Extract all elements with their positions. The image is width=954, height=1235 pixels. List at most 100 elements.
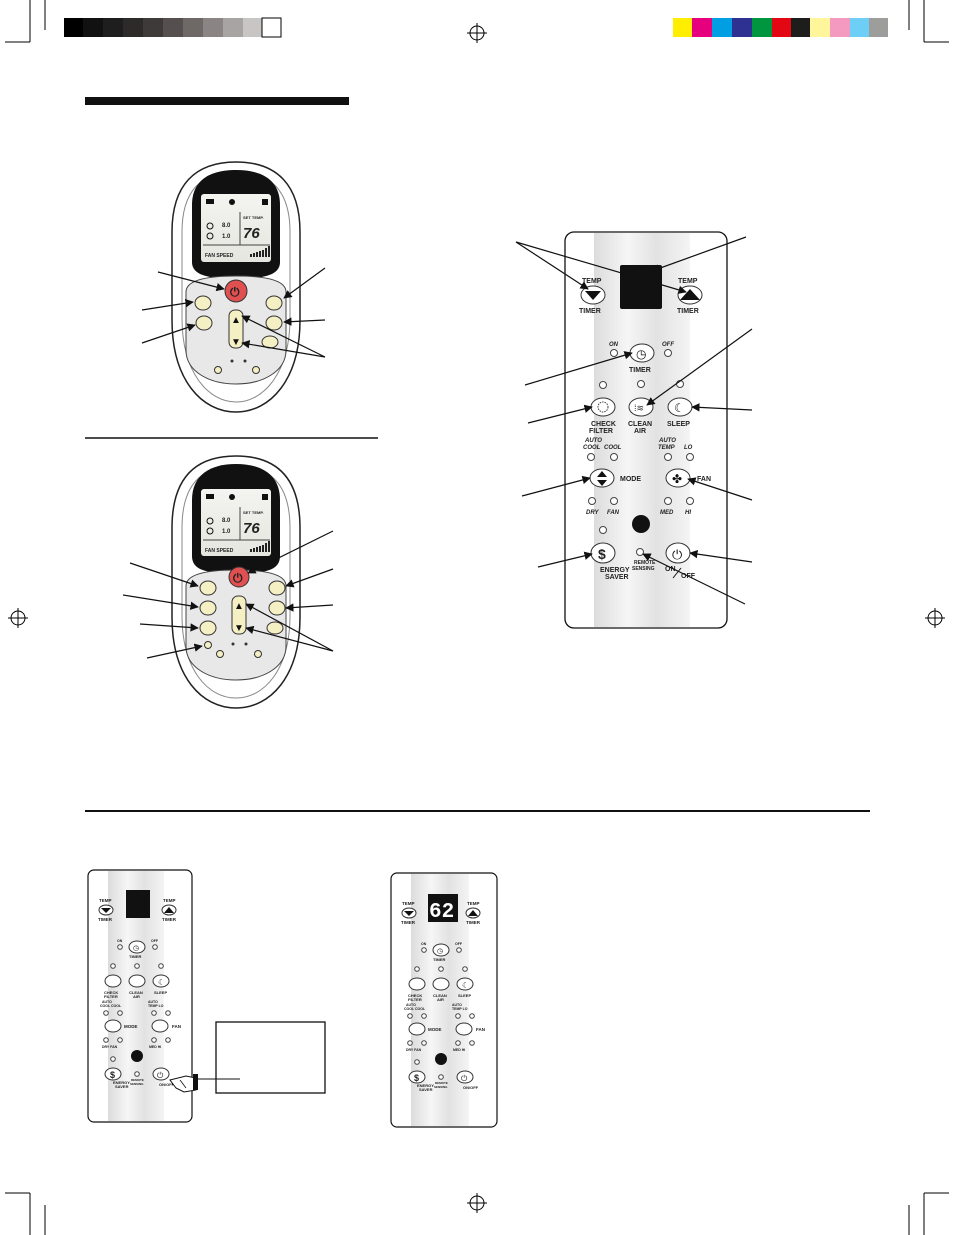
remote-a-button-left-1[interactable] — [194, 295, 212, 311]
clock-icon: ◷ — [636, 347, 646, 361]
remote-b-button-right-3[interactable] — [266, 621, 284, 635]
remote-b-button-left-1[interactable] — [199, 580, 217, 596]
svg-text:AUTO: AUTO — [452, 1003, 462, 1007]
grayscale-bar — [64, 17, 282, 38]
remote-b-clock-icon-1 — [206, 517, 214, 525]
small-b-check-filter[interactable] — [408, 977, 426, 991]
remote-a-callouts — [141, 267, 326, 358]
svg-text:ENERGY: ENERGY — [113, 1080, 130, 1085]
remote-b-button-right-1[interactable] — [268, 580, 286, 596]
remote-b-button-left-3[interactable] — [199, 620, 217, 636]
remote-sensing-led — [636, 548, 644, 556]
svg-text:TIMER: TIMER — [466, 920, 481, 925]
timer-up-label: TIMER — [677, 308, 699, 315]
svg-text:ON: ON — [117, 939, 123, 943]
svg-text:COOL COOL: COOL COOL — [100, 1004, 122, 1008]
remote-a-power-button[interactable] — [224, 279, 248, 303]
svg-text:CHECK: CHECK — [104, 990, 118, 995]
small-b-on-off[interactable] — [456, 1070, 474, 1084]
remote-control-b: SET TEMP. 76 8.0 1.0 FAN SPEED ⏻ ▲ ▼ — [171, 455, 301, 709]
svg-text:FAN: FAN — [172, 1024, 181, 1029]
fan-mode-label: FAN — [607, 510, 620, 516]
small-a-clean-air[interactable] — [128, 974, 146, 988]
mode-icon — [597, 471, 607, 486]
remote-a-button-left-2[interactable] — [195, 315, 213, 331]
check-filter-button[interactable] — [590, 397, 616, 417]
svg-text:TIMER: TIMER — [401, 920, 416, 925]
svg-text:TEMP LO: TEMP LO — [452, 1007, 468, 1011]
remote-a-temp-rocker[interactable] — [228, 309, 244, 349]
svg-text:TIMER: TIMER — [129, 954, 142, 959]
ir-receiver — [632, 515, 650, 533]
auto-cool-label-2: COOL — [583, 445, 601, 451]
small-a-mode[interactable] — [104, 1019, 122, 1033]
svg-text:ON/OFF: ON/OFF — [463, 1085, 479, 1090]
remote-b-button-left-2[interactable] — [199, 600, 217, 616]
energy-saver-led — [599, 526, 607, 534]
auto-temp-label-1: AUTO — [658, 438, 676, 444]
svg-text:ON: ON — [421, 942, 427, 946]
remote-b-temp-rocker[interactable] — [231, 595, 247, 635]
temp-down-label: TEMP — [582, 278, 602, 285]
small-b-sleep[interactable] — [456, 977, 474, 991]
svg-text:$: $ — [414, 1073, 419, 1083]
temp-down-icon — [585, 291, 601, 300]
timer-off-led — [664, 349, 672, 357]
svg-text:☾: ☾ — [462, 981, 469, 990]
remote-a-up-arrow-icon: ▲ — [231, 315, 241, 326]
remote-b-button-right-2[interactable] — [268, 600, 286, 616]
lo-label: LO — [684, 445, 693, 451]
timer-off-label: OFF — [662, 342, 674, 348]
svg-text:$: $ — [110, 1070, 115, 1080]
svg-text:MED HI: MED HI — [453, 1048, 465, 1052]
small-b-energy-saver[interactable] — [408, 1070, 426, 1084]
small-b-mode[interactable] — [408, 1022, 426, 1036]
remote-a-button-right-2[interactable] — [265, 315, 283, 331]
small-b-display-value: 62 — [429, 901, 454, 924]
color-bar — [673, 18, 888, 37]
remote-b-fan-speed-bars — [250, 541, 270, 552]
small-b-timer-button[interactable] — [432, 943, 450, 957]
small-a-check-filter[interactable] — [104, 974, 122, 988]
remote-a-clock-icon-2 — [206, 232, 214, 240]
remote-b-power-icon: ⏻ — [233, 571, 243, 585]
svg-text:ON/OFF: ON/OFF — [159, 1082, 175, 1087]
auto-temp-label-2: TEMP — [658, 445, 676, 451]
remote-a-timer-off-value: 1.0 — [222, 234, 231, 240]
remote-b-timer-on-value: 8.0 — [222, 518, 231, 524]
svg-text:TEMP: TEMP — [467, 901, 480, 906]
remote-b-power-button[interactable] — [228, 566, 250, 588]
sleep-label: SLEEP — [667, 421, 690, 428]
small-a-energy-saver[interactable] — [104, 1067, 122, 1081]
auto-temp-led — [664, 453, 672, 461]
small-a-fan[interactable] — [151, 1019, 169, 1033]
remote-a-fan-speed-label: FAN SPEED — [205, 253, 234, 259]
svg-text:SENSING: SENSING — [130, 1082, 144, 1086]
control-panel-large: TEMP TIMER TEMP TIMER ON OFF ◷ TIMER CHE… — [564, 231, 728, 629]
check-filter-label-1: CHECK — [591, 421, 616, 428]
remote-a-clock-icon-1 — [206, 222, 214, 230]
svg-text:TEMP: TEMP — [402, 901, 415, 906]
svg-text:ENERGY: ENERGY — [417, 1083, 434, 1088]
svg-text:TIMER: TIMER — [433, 957, 446, 962]
svg-text:AUTO: AUTO — [102, 1000, 112, 1004]
small-b-display — [428, 894, 458, 922]
remote-a-button-right-1[interactable] — [265, 295, 283, 311]
svg-text:FAN: FAN — [476, 1027, 485, 1032]
small-a-on-off[interactable] — [152, 1067, 170, 1081]
hi-led — [686, 497, 694, 505]
svg-text:DRY FAN: DRY FAN — [102, 1045, 118, 1049]
remote-b-timer-off-value: 1.0 — [222, 529, 231, 535]
small-a-timer-button[interactable] — [128, 940, 146, 954]
small-a-sleep[interactable] — [152, 974, 170, 988]
svg-text:MODE: MODE — [428, 1027, 442, 1032]
remote-a-set-temp-label: SET TEMP. — [243, 215, 264, 220]
svg-text:AUTO: AUTO — [148, 1000, 158, 1004]
svg-text:CLEAN: CLEAN — [433, 993, 447, 998]
small-b-fan[interactable] — [455, 1022, 473, 1036]
registration-target-bottom — [467, 1193, 487, 1213]
small-b-clean-air[interactable] — [432, 977, 450, 991]
timer-on-led — [610, 349, 618, 357]
svg-text:OFF: OFF — [151, 939, 159, 943]
temp-up-label: TEMP — [678, 278, 698, 285]
